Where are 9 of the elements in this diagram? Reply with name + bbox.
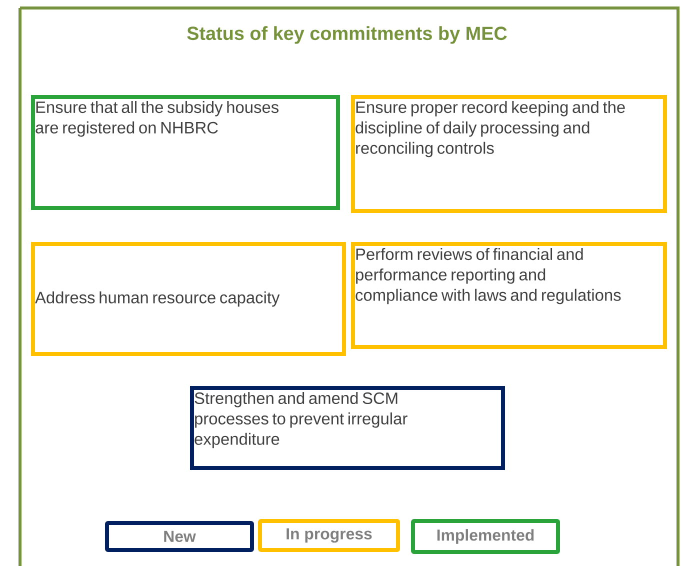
commitment-box: Ensure proper record keeping and the discipline of daily processing and reconciling controls — [351, 95, 667, 213]
commitment-box: Perform reviews of financial and performance reporting and compliance with laws and regulations — [351, 242, 667, 349]
legend-label: In progress — [286, 528, 372, 543]
commitment-box: Ensure that all the subsidy houses are registered on NHBRC — [31, 95, 340, 210]
commitment-box: Strengthen and amend SCM processes to prevent irregular expenditure — [190, 386, 505, 470]
legend-label: New — [164, 530, 196, 542]
legend-label: Implemented — [437, 529, 534, 544]
commitment-box: Address human resource capacity — [31, 242, 346, 356]
title: Status of key commitments by MEC — [187, 26, 507, 44]
